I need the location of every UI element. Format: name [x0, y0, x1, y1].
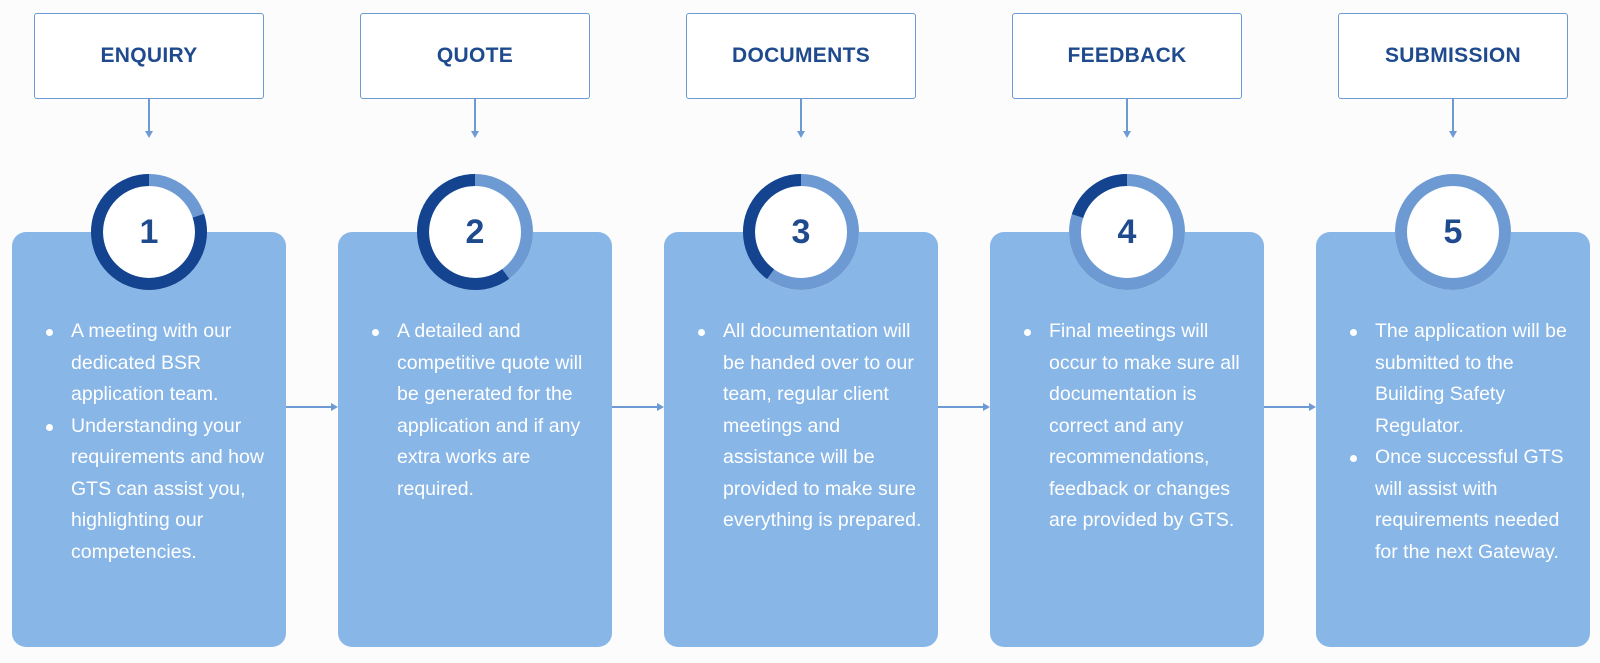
step-number-badge: 1	[91, 174, 207, 290]
arrow-down-icon	[471, 131, 479, 138]
progress-ring-icon	[417, 174, 533, 290]
step-number-badge: 4	[1069, 174, 1185, 290]
step-card: A detailed and competitive quote will be…	[338, 232, 612, 647]
step-number-badge: 3	[743, 174, 859, 290]
step-bullet-list: All documentation will be handed over to…	[682, 316, 924, 537]
step-bullet-list: The application will be submitted to the…	[1334, 316, 1576, 568]
vertical-connector	[474, 99, 476, 133]
step-number: 5	[1443, 212, 1463, 251]
progress-ring-arc	[743, 174, 859, 290]
step-bullet-list: Final meetings will occur to make sure a…	[1008, 316, 1250, 537]
progress-ring-track	[1395, 174, 1511, 290]
step-bullet-item: Once successful GTS will assist with req…	[1350, 442, 1576, 568]
step-card: The application will be submitted to the…	[1316, 232, 1590, 647]
step-card: Final meetings will occur to make sure a…	[990, 232, 1264, 647]
vertical-connector	[800, 99, 802, 133]
step-bullet-item: The application will be submitted to the…	[1350, 316, 1576, 442]
progress-ring-icon	[1069, 174, 1185, 290]
arrow-right-icon	[983, 403, 990, 411]
progress-ring-arc	[91, 174, 207, 290]
step-title-box: FEEDBACK	[1012, 13, 1242, 99]
step-bullet-item: Final meetings will occur to make sure a…	[1024, 316, 1250, 537]
vertical-connector	[148, 99, 150, 133]
step-number-badge: 2	[417, 174, 533, 290]
vertical-connector	[1126, 99, 1128, 133]
arrow-down-icon	[145, 131, 153, 138]
progress-ring-arc	[1069, 174, 1185, 290]
step-bullet-item: Understanding your requirements and how …	[46, 411, 272, 569]
progress-ring-icon	[743, 174, 859, 290]
vertical-connector	[1452, 99, 1454, 133]
step-number: 1	[139, 212, 159, 251]
step-bullet-list: A meeting with our dedicated BSR applica…	[30, 316, 272, 568]
step-number: 2	[465, 212, 485, 251]
horizontal-connector	[286, 406, 332, 408]
arrow-down-icon	[1449, 131, 1457, 138]
step-title-box: QUOTE	[360, 13, 590, 99]
step-card: A meeting with our dedicated BSR applica…	[12, 232, 286, 647]
step-title-box: ENQUIRY	[34, 13, 264, 99]
step-bullet-item: A detailed and competitive quote will be…	[372, 316, 598, 505]
progress-ring-icon	[1395, 174, 1511, 290]
step-bullet-item: All documentation will be handed over to…	[698, 316, 924, 537]
step-number: 3	[791, 212, 811, 251]
step-card: All documentation will be handed over to…	[664, 232, 938, 647]
arrow-right-icon	[1309, 403, 1316, 411]
step-bullet-list: A detailed and competitive quote will be…	[356, 316, 598, 505]
progress-ring-arc	[417, 174, 533, 290]
step-bullet-item: A meeting with our dedicated BSR applica…	[46, 316, 272, 411]
step-title-box: SUBMISSION	[1338, 13, 1568, 99]
step-title-box: DOCUMENTS	[686, 13, 916, 99]
arrow-down-icon	[797, 131, 805, 138]
arrow-down-icon	[1123, 131, 1131, 138]
arrow-right-icon	[331, 403, 338, 411]
horizontal-connector	[938, 406, 984, 408]
horizontal-connector	[1264, 406, 1310, 408]
progress-ring-icon	[91, 174, 207, 290]
step-number-badge: 5	[1395, 174, 1511, 290]
arrow-right-icon	[657, 403, 664, 411]
step-number: 4	[1117, 212, 1137, 251]
horizontal-connector	[612, 406, 658, 408]
